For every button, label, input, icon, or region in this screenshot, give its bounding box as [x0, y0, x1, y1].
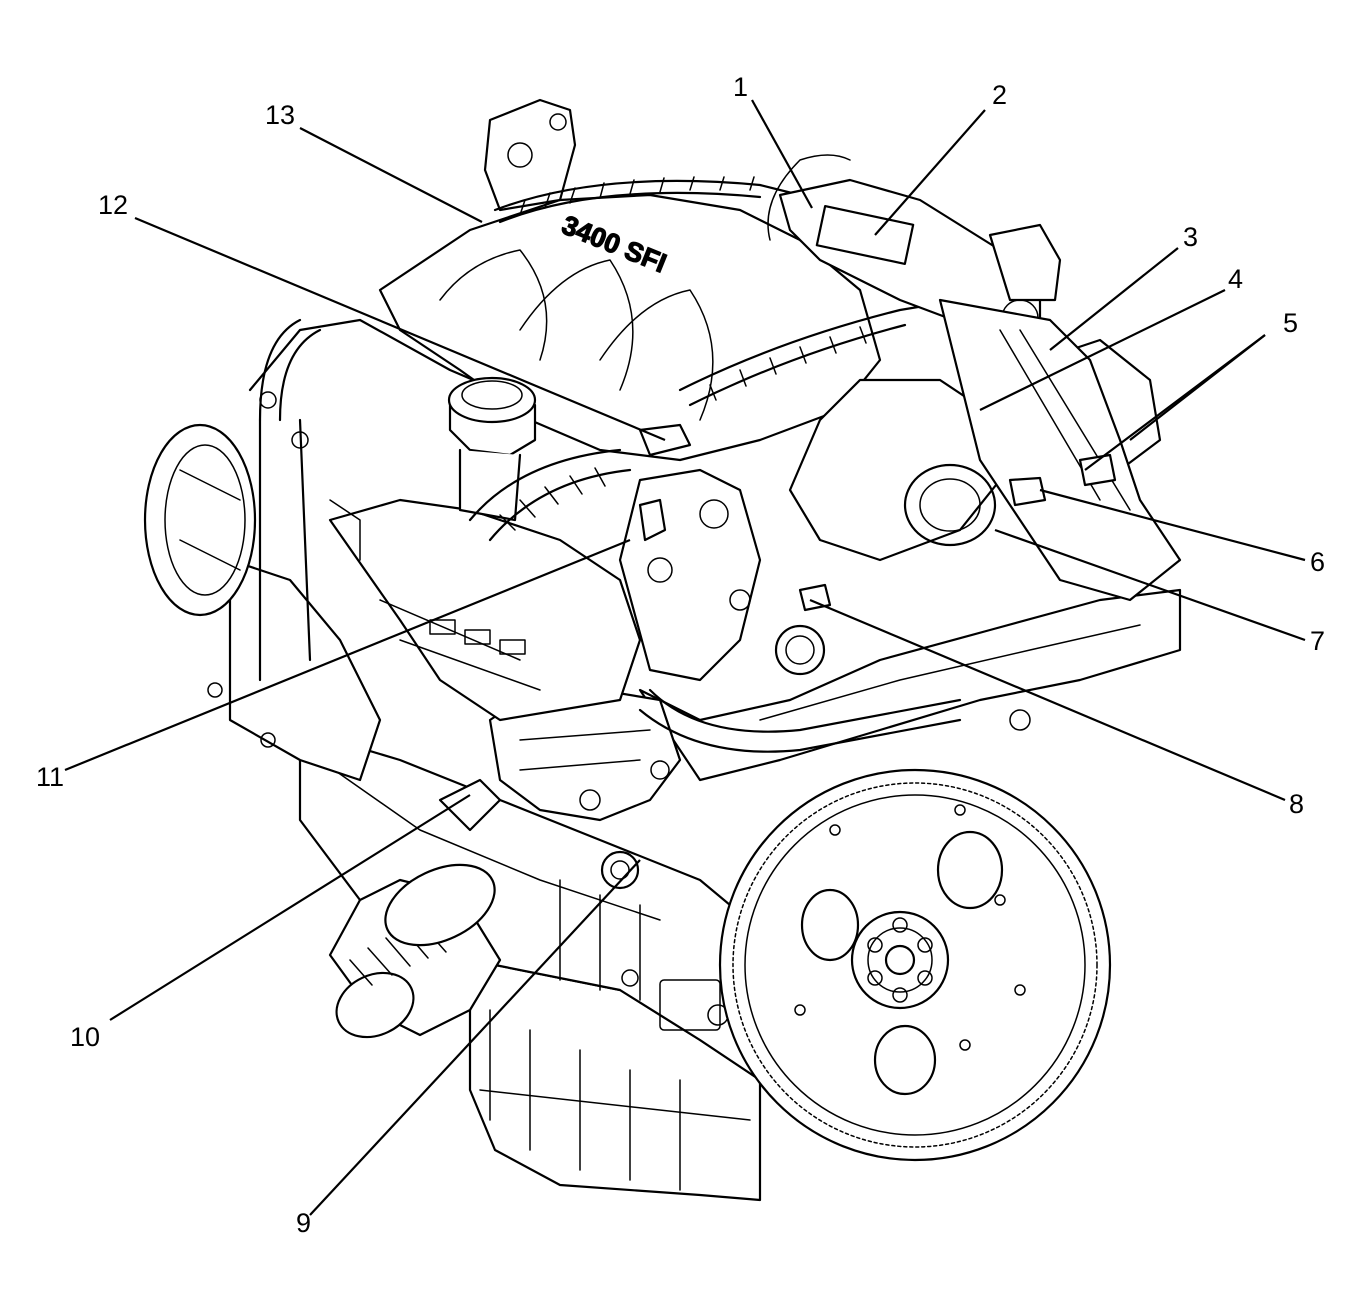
callout-9: 9 [296, 1208, 311, 1238]
leader-9 [309, 859, 641, 1216]
callout-labels: 1 2 3 4 5 6 7 8 9 10 11 12 13 [36, 72, 1325, 1238]
coolant-pipe [258, 318, 962, 753]
leader-1 [751, 99, 813, 209]
leader-12 [134, 216, 666, 442]
rear-lift-bracket [483, 98, 577, 212]
leader-4 [979, 289, 1226, 411]
leader-6 [1039, 488, 1306, 562]
lower-intake-manifold [328, 498, 642, 722]
leader-11 [64, 538, 631, 772]
oil-filter [328, 863, 502, 1039]
front-cover [207, 558, 382, 782]
callout-1: 1 [733, 72, 748, 102]
callout-2: 2 [992, 80, 1007, 110]
leader-13 [299, 127, 483, 223]
callout-3: 3 [1183, 222, 1198, 252]
callout-11: 11 [36, 762, 64, 792]
leader-3 [1049, 247, 1179, 351]
leader-lines [64, 99, 1306, 1216]
callout-6: 6 [1310, 547, 1325, 577]
engine-illustration: 3400 SFI [143, 98, 1182, 1202]
flywheel [718, 768, 1112, 1162]
crank-pulley [143, 423, 257, 617]
callout-13: 13 [265, 100, 295, 130]
callout-8: 8 [1289, 789, 1304, 819]
wiring-harness [493, 176, 962, 407]
leader-7 [994, 528, 1306, 642]
callout-7: 7 [1310, 626, 1325, 656]
leader-10 [109, 794, 471, 1021]
callout-5: 5 [1283, 308, 1298, 338]
callout-10: 10 [70, 1022, 100, 1052]
vacuum-hose [468, 448, 632, 542]
leader-8 [809, 598, 1286, 802]
leader-2 [874, 109, 986, 236]
leader-5b [1129, 334, 1266, 441]
oil-fill-cap [447, 376, 537, 522]
callout-4: 4 [1228, 264, 1243, 294]
callout-12: 12 [98, 190, 128, 220]
